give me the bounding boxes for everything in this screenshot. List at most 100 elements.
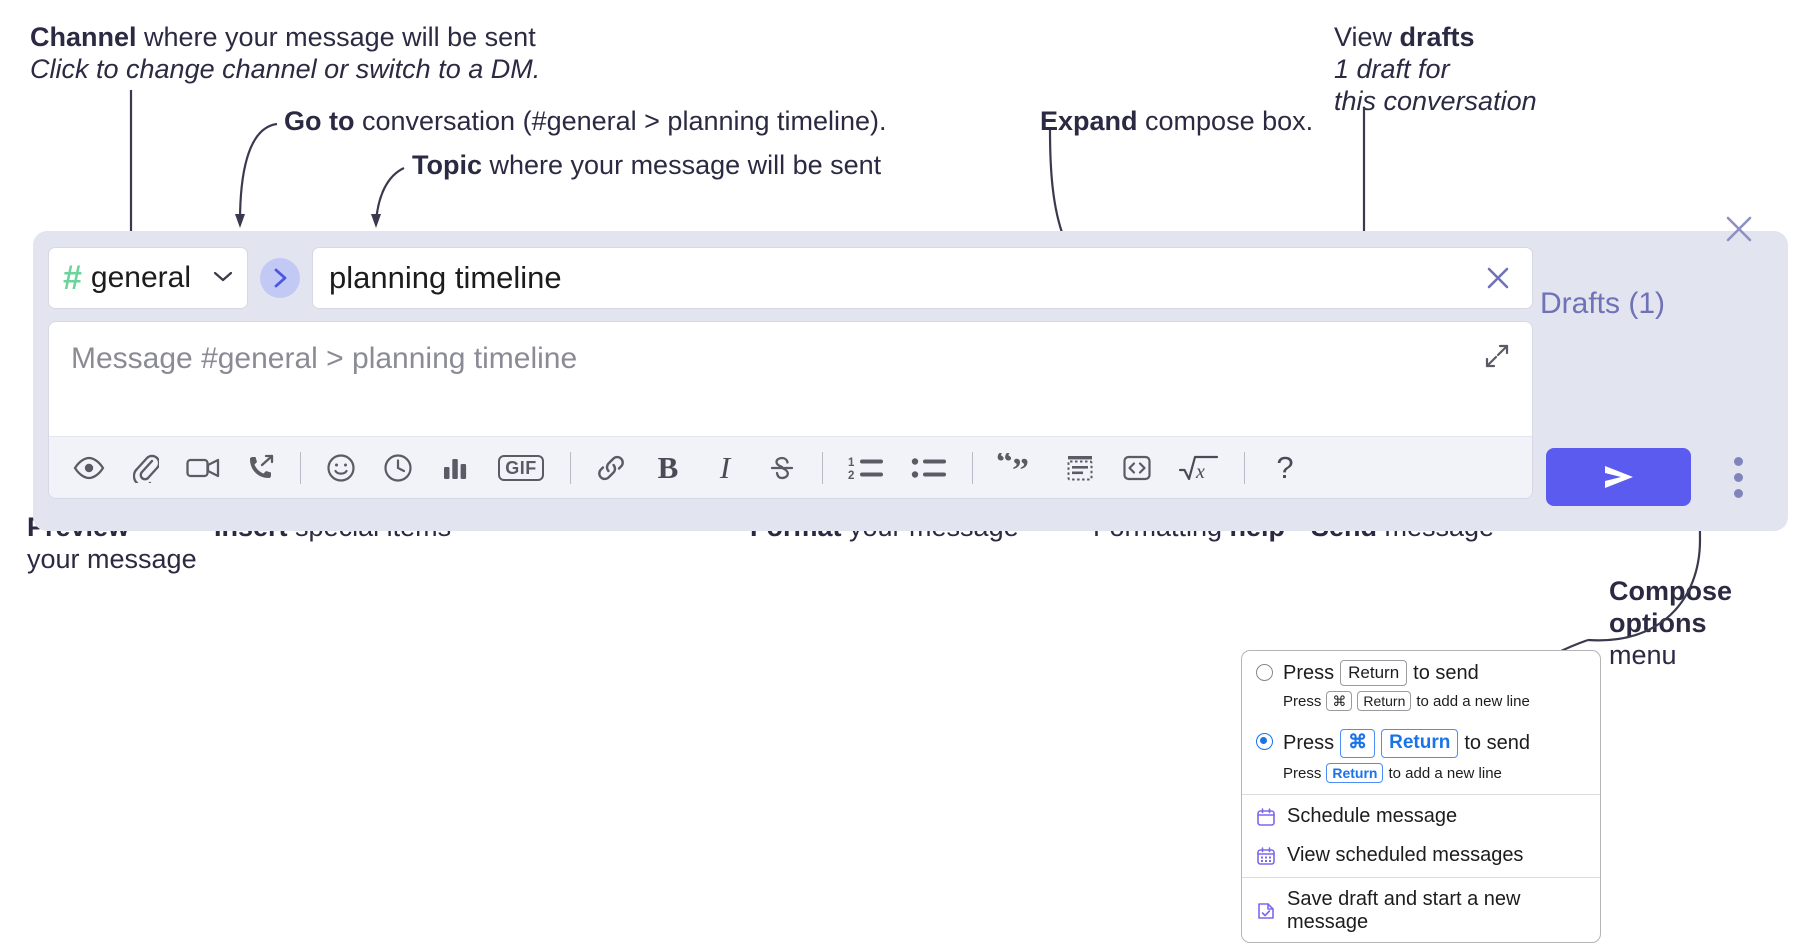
link-icon[interactable]	[589, 446, 633, 490]
annotation-drafts-pre: View	[1334, 22, 1400, 52]
menu-item-label: Save draft and start a new message	[1287, 888, 1521, 934]
menu-radio2-sub-pre: Press	[1283, 764, 1322, 782]
code-icon[interactable]	[1115, 446, 1159, 490]
kebab-dot	[1733, 456, 1743, 466]
poll-icon[interactable]	[433, 446, 477, 490]
annotation-compose-options: Compose options menu	[1609, 576, 1732, 672]
annotation-topic-bold: Topic	[412, 150, 482, 180]
key-command: ⌘	[1340, 729, 1376, 758]
annotation-channel-rest: where your message will be sent	[136, 22, 536, 52]
radio-selected-icon[interactable]	[1256, 733, 1273, 751]
bulleted-list-icon[interactable]	[904, 446, 954, 490]
huddle-icon[interactable]	[238, 446, 282, 490]
annotation-drafts-sub2: this conversation	[1334, 85, 1537, 116]
svg-text:2: 2	[848, 470, 854, 482]
annotation-drafts: View drafts 1 draft for this conversatio…	[1334, 22, 1537, 118]
toolbar-separator	[300, 451, 301, 484]
help-icon[interactable]: ?	[1263, 446, 1307, 490]
attachment-icon[interactable]	[124, 446, 168, 490]
panel-close-icon[interactable]	[1719, 209, 1759, 249]
compose-options-menu: Press Return to send Press ⌘ Return to a…	[1241, 650, 1601, 944]
video-icon[interactable]	[181, 446, 225, 490]
menu-divider	[1242, 877, 1600, 879]
help-label: ?	[1276, 449, 1294, 485]
code-block-icon[interactable]	[1058, 446, 1102, 490]
menu-item-label: View scheduled messages	[1287, 844, 1524, 867]
svg-text:x: x	[1195, 461, 1205, 483]
bold-icon[interactable]: B	[646, 446, 690, 490]
message-input-box[interactable]: Message #general > planning timeline	[48, 321, 1533, 499]
strikethrough-icon[interactable]	[760, 446, 804, 490]
menu-radio1-hint: Press ⌘ Return to add a new line	[1242, 686, 1600, 720]
svg-text:“: “	[997, 453, 1013, 481]
italic-label: I	[719, 449, 731, 485]
annotation-topic: Topic where your message will be sent	[412, 150, 881, 182]
bold-label: B	[657, 449, 679, 485]
annotation-channel-sub: Click to change channel or switch to a D…	[30, 53, 541, 84]
kebab-dot	[1733, 488, 1743, 498]
expand-icon[interactable]	[1480, 339, 1514, 373]
hash-icon: #	[63, 259, 82, 297]
compose-panel: # general planning timeline Message #gen…	[33, 216, 1788, 531]
menu-radio1-post: to send	[1413, 661, 1479, 684]
menu-radio-return-to-send[interactable]: Press Return to send	[1242, 651, 1600, 687]
compose-options-button[interactable]	[1723, 452, 1753, 502]
annotation-channel: Channel where your message will be sent …	[30, 22, 540, 86]
chevron-down-icon	[213, 267, 233, 289]
italic-icon[interactable]: I	[703, 446, 747, 490]
message-placeholder: Message #general > planning timeline	[71, 342, 578, 375]
toolbar-separator	[1244, 451, 1245, 484]
toolbar-separator	[972, 451, 973, 484]
calendar-grid-icon	[1256, 846, 1276, 866]
svg-text:1: 1	[848, 457, 855, 469]
menu-item-view-scheduled-messages[interactable]: View scheduled messages	[1242, 836, 1600, 875]
menu-radio1-pre: Press	[1283, 661, 1335, 684]
calendar-schedule-icon	[1256, 807, 1276, 827]
close-icon[interactable]	[1478, 258, 1518, 298]
key-return: Return	[1326, 762, 1384, 784]
preview-icon[interactable]	[67, 446, 111, 490]
goto-conversation-button[interactable]	[260, 258, 300, 298]
key-return: Return	[1381, 729, 1459, 758]
send-button[interactable]	[1546, 448, 1691, 506]
gif-icon[interactable]: GIF	[490, 446, 552, 490]
key-return: Return	[1357, 691, 1412, 712]
annotation-expand: Expand compose box.	[1040, 106, 1313, 138]
menu-radio1-sub-pre: Press	[1283, 692, 1322, 710]
channel-picker-button[interactable]: # general	[48, 247, 248, 309]
blockquote-icon[interactable]: “”	[991, 446, 1045, 490]
annotation-expand-rest: compose box.	[1137, 106, 1314, 136]
compose-header-row: # general planning timeline	[48, 247, 1533, 309]
clock-icon[interactable]	[376, 446, 420, 490]
emoji-icon[interactable]	[319, 446, 363, 490]
menu-radio2-sub-post: to add a new line	[1388, 764, 1502, 782]
kebab-dot	[1733, 472, 1743, 482]
menu-radio2-post: to send	[1464, 732, 1530, 755]
toolbar-separator	[570, 451, 571, 484]
annotation-goto: Go to conversation (#general > planning …	[284, 106, 887, 138]
menu-item-save-draft[interactable]: Save draft and start a new message	[1242, 880, 1600, 942]
key-command: ⌘	[1326, 691, 1353, 712]
drafts-link[interactable]: Drafts (1)	[1540, 287, 1666, 320]
annotation-drafts-sub1: 1 draft for	[1334, 53, 1450, 84]
annotation-channel-bold: Channel	[30, 22, 137, 52]
annotation-expand-bold: Expand	[1040, 106, 1138, 136]
gif-label: GIF	[498, 454, 544, 481]
annotation-goto-rest: conversation (#general > planning timeli…	[354, 106, 887, 136]
compose-inner: # general planning timeline Message #gen…	[48, 247, 1533, 515]
annotation-preview-sub: your message	[27, 543, 197, 574]
menu-item-schedule-message[interactable]: Schedule message	[1242, 797, 1600, 836]
annotation-topic-rest: where your message will be sent	[482, 150, 882, 180]
annotation-drafts-bold: drafts	[1399, 22, 1475, 52]
key-return: Return	[1340, 660, 1408, 687]
menu-radio-label: Press ⌘ Return to send	[1283, 729, 1530, 758]
annotation-compose-options-bold1: Compose	[1609, 576, 1733, 606]
menu-radio-cmd-return-to-send[interactable]: Press ⌘ Return to send	[1242, 720, 1600, 758]
topic-input-field[interactable]: planning timeline	[312, 247, 1533, 309]
annotation-goto-bold: Go to	[284, 106, 355, 136]
math-icon[interactable]: x	[1172, 446, 1226, 490]
channel-name-label: general	[90, 261, 191, 294]
menu-radio-label: Press Return to send	[1283, 660, 1479, 687]
radio-unselected-icon[interactable]	[1256, 664, 1273, 681]
